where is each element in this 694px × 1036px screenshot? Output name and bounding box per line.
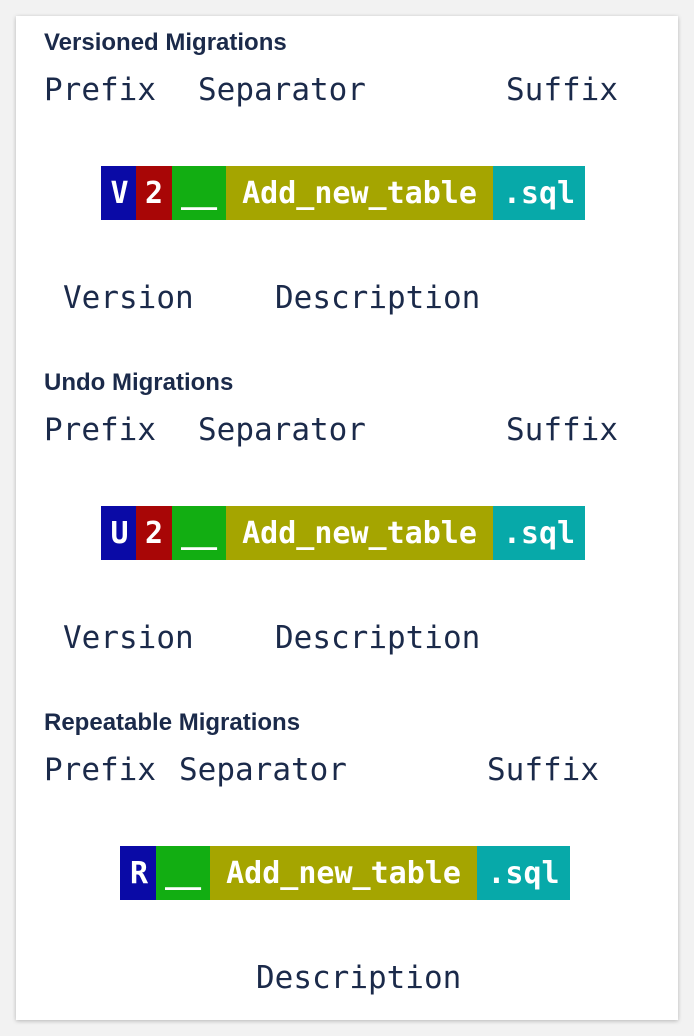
description-label: Description [275, 280, 481, 316]
undo-migrations-section: Undo Migrations Prefix Separator Suffix … [16, 356, 678, 696]
prefix-label: Prefix [44, 412, 156, 448]
version-label: Version [63, 620, 194, 656]
separator-segment: __ [156, 846, 210, 900]
prefix-label: Prefix [44, 72, 156, 108]
suffix-label: Suffix [487, 752, 599, 788]
version-segment: 2 [136, 166, 172, 220]
migration-naming-card: Versioned Migrations Prefix Separator Su… [16, 16, 678, 1020]
suffix-label: Suffix [506, 72, 618, 108]
separator-segment: __ [172, 166, 226, 220]
prefix-segment: V [101, 166, 136, 220]
filename-bar: U 2 __ Add_new_table .sql [101, 506, 585, 560]
separator-label: Separator [179, 752, 347, 788]
description-segment: Add_new_table [210, 846, 477, 900]
prefix-label: Prefix [44, 752, 156, 788]
prefix-segment: R [120, 846, 156, 900]
description-segment: Add_new_table [226, 506, 493, 560]
description-segment: Add_new_table [226, 166, 493, 220]
separator-segment: __ [172, 506, 226, 560]
suffix-segment: .sql [477, 846, 570, 900]
prefix-segment: U [101, 506, 136, 560]
filename-bar: R __ Add_new_table .sql [120, 846, 570, 900]
separator-label: Separator [198, 72, 366, 108]
section-heading: Versioned Migrations [44, 29, 287, 56]
version-segment: 2 [136, 506, 172, 560]
description-label: Description [256, 960, 462, 996]
filename-bar: V 2 __ Add_new_table .sql [101, 166, 585, 220]
suffix-segment: .sql [493, 166, 585, 220]
repeatable-migrations-section: Repeatable Migrations Prefix Separator S… [16, 696, 678, 1020]
suffix-label: Suffix [506, 412, 618, 448]
section-heading: Undo Migrations [44, 369, 234, 396]
separator-label: Separator [198, 412, 366, 448]
version-label: Version [63, 280, 194, 316]
section-heading: Repeatable Migrations [44, 709, 301, 736]
description-label: Description [275, 620, 481, 656]
suffix-segment: .sql [493, 506, 585, 560]
versioned-migrations-section: Versioned Migrations Prefix Separator Su… [16, 16, 678, 356]
